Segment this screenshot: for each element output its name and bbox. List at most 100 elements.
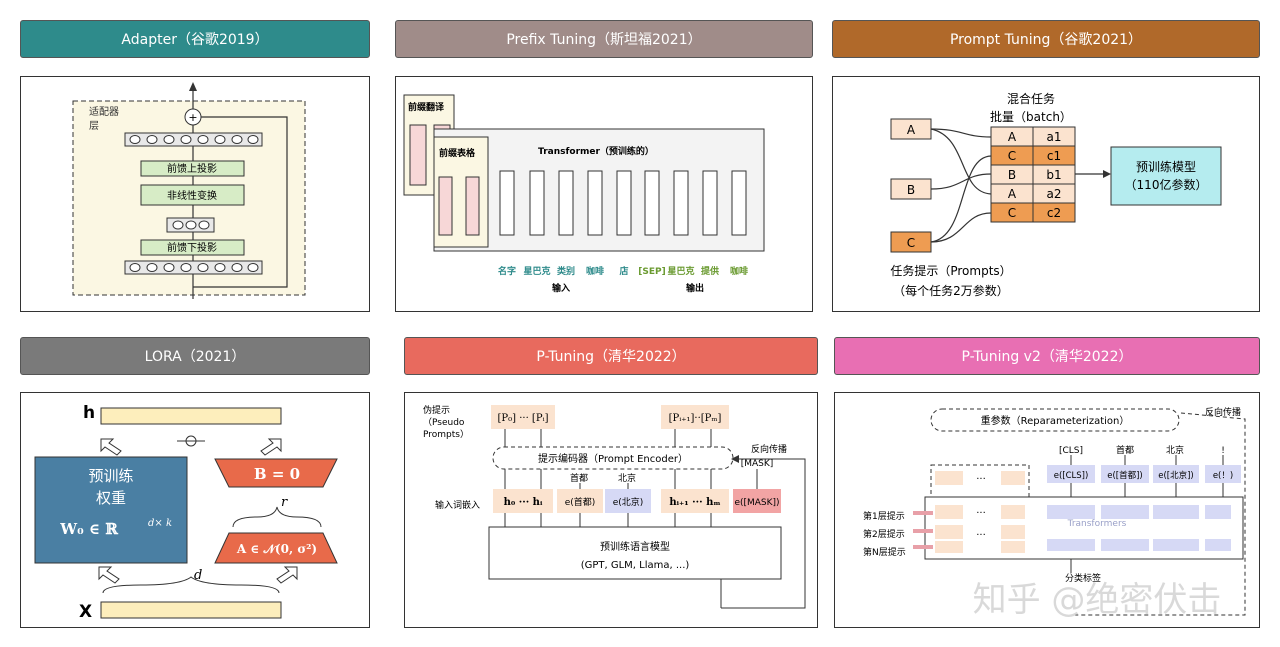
lora-w0: W₀ ∈ ℝ (59, 520, 119, 538)
lora-weights-1: 预训练 (88, 467, 133, 485)
ptuning-e-capital-box (557, 489, 603, 513)
ptuning-capital: 首都 (570, 472, 588, 484)
ptuning2-layer2: 第2层提示 (863, 528, 905, 540)
panel-p-tuning: 伪提示 （Pseudo Prompts） [P₀] ··· [Pᵢ] [Pᵢ₊₁… (404, 392, 818, 628)
ptuning2-token: ! (1221, 446, 1225, 456)
batch-cell: a2 (1047, 187, 1062, 201)
prompt-mixed-2: 批量（batch） (990, 109, 1072, 124)
header-p-tuning-v2: P-Tuning v2（清华2022） (834, 337, 1260, 375)
prompt-routing-curves (930, 128, 992, 243)
panel-adapter: 适配器 层 + 前馈上投影 非线性变换 前馈下投影 (20, 76, 370, 312)
ptuning-h-left: h₀ ··· hᵢ (504, 497, 543, 508)
ptuning-p-right: [Pᵢ₊₁]··[Pₘ] (669, 413, 722, 424)
ptuning-mask: [MASK] (741, 459, 774, 469)
lora-d-brace (102, 576, 280, 594)
lora-a-trapezoid (214, 532, 338, 564)
lora-weights-2: 权重 (96, 489, 126, 507)
batch-cell: c2 (1047, 206, 1061, 220)
prefix-diagram: 前缀翻译 前缀表格 Transformer（预训练的） 名字 星巴克 类别 咖啡… (403, 94, 765, 294)
lora-h-label: h (83, 403, 95, 423)
ptuning-embed-label: 输入词嵌入 (435, 499, 480, 511)
header-p-tuning: P-Tuning（清华2022） (404, 337, 818, 375)
ptuning2-prompt-cells (935, 471, 1025, 553)
ptuning-lm-1: 预训练语言模型 (600, 540, 670, 553)
prompt-mixed-1: 混合任务 (1007, 91, 1055, 106)
lora-b-label: B = 0 (254, 465, 300, 483)
prompt-task-a: A (907, 123, 916, 137)
ptuning2-embed-boxes (1047, 465, 1241, 483)
ptuning-pseudo: Prompts） (423, 429, 469, 440)
ptuning-encoder-box (492, 446, 734, 470)
ptuning-beijing: 北京 (618, 472, 636, 484)
ptuning-h-left-box (493, 489, 553, 513)
prefix-translate-label: 前缀翻译 (408, 101, 445, 113)
panel-prefix-tuning: 前缀翻译 前缀表格 Transformer（预训练的） 名字 星巴克 类别 咖啡… (395, 76, 813, 312)
ptuning2-tokens: [CLS] 首都 北京 ! (1059, 444, 1225, 456)
batch-cell: B (1008, 168, 1016, 182)
ptuning2-token: 北京 (1166, 444, 1184, 456)
ptuning2-watermark: 知乎 @绝密伏击 (973, 580, 1222, 620)
ptuning2-token: 首都 (1116, 444, 1134, 456)
adapter-skip-line (193, 116, 288, 288)
ptuning-lm-box (488, 526, 782, 580)
prefix-token: 名字 (498, 265, 516, 277)
prefix-table-label: 前缀表格 (439, 147, 476, 159)
ptuning-e-beijing: e(北京) (613, 496, 644, 508)
header-prompt-tuning: Prompt Tuning（谷歌2021） (832, 20, 1260, 58)
ptuning-backprop: 反向传播 (751, 443, 787, 455)
panel-lora: h X 预训练 权重 W₀ ∈ ℝ d× k B = 0 A ∈ 𝒩(0, σ²… (20, 392, 370, 628)
ptuning-pseudo: 伪提示 (423, 404, 450, 416)
lora-x-label: X (79, 602, 92, 622)
ptuning2-dots: ··· (976, 508, 986, 519)
lora-diagram: h X 预训练 权重 W₀ ∈ ℝ d× k B = 0 A ∈ 𝒩(0, σ²… (34, 403, 338, 622)
lora-x-bar (100, 601, 282, 619)
ptuning2-embeds: e([CLS]) e([首都]) e([北京]) e(！) (1054, 470, 1233, 481)
ptuning-e-capital: e(首都) (565, 496, 596, 508)
adapter-up-proj-box (140, 160, 245, 177)
prompt-model-1: 预训练模型 (1136, 159, 1196, 174)
adapter-layer-label-2: 层 (89, 120, 99, 132)
ptuning2-token-cells (1047, 505, 1231, 551)
ptuning-lm-2: (GPT, GLM, Llama, ...) (581, 560, 690, 571)
header-prefix-tuning: Prefix Tuning（斯坦福2021） (395, 20, 813, 58)
prefix-token: 星巴克 (523, 265, 550, 277)
lora-r-brace (232, 506, 322, 528)
ptuning2-dots: ··· (976, 474, 986, 485)
lora-arrows (98, 438, 298, 584)
adapter-plus: + (188, 111, 197, 124)
ptuning-e-mask-box (733, 489, 781, 513)
prefix-token: 星巴克 (667, 265, 694, 277)
ptuning-encoder: 提示编码器（Prompt Encoder） (538, 452, 688, 465)
prefix-input-label: 输入 (552, 282, 570, 294)
prefix-token: [SEP] (638, 267, 665, 277)
header-adapter: Adapter（谷歌2019） (20, 20, 370, 58)
prompt-prompts-2: （每个任务2万参数） (893, 283, 1009, 298)
lora-h-bar (100, 407, 282, 425)
lora-weights-box (34, 456, 188, 564)
ptuning-h-right-box (661, 489, 729, 513)
adapter-nonlinear: 非线性变换 (167, 189, 217, 202)
prefix-output-label: 输出 (686, 282, 704, 294)
ptuning2-diagram: 重参数（Reparameterization） 反向传播 [CLS] 首都 北京… (863, 406, 1246, 620)
ptuning-diagram: 伪提示 （Pseudo Prompts） [P₀] ··· [Pᵢ] [Pᵢ₊₁… (423, 404, 806, 609)
ptuning2-backprop: 反向传播 (1205, 406, 1241, 418)
batch-cell: a1 (1047, 130, 1062, 144)
header-lora: LORA（2021） (20, 337, 370, 375)
prompt-batch-table (990, 126, 1076, 223)
prefix-token: 咖啡 (730, 265, 748, 277)
lora-r-label: r (281, 495, 288, 510)
prompt-prompts-1: 任务提示（Prompts） (890, 263, 1011, 278)
ptuning2-embed: e(！) (1213, 471, 1233, 481)
ptuning2-embed: e([首都]) (1107, 470, 1143, 481)
ptuning2-dots: ··· (976, 530, 986, 541)
ptuning-h-right: hᵢ₊₁ ··· hₘ (669, 497, 720, 508)
prefix-tokens: 名字 星巴克 类别 咖啡 店 [SEP] 星巴克 提供 咖啡 (498, 265, 748, 277)
prompt-model-2: （110亿参数） (1125, 177, 1208, 192)
prompt-task-c: C (907, 236, 915, 250)
ptuning2-embed: e([CLS]) (1054, 471, 1089, 481)
prefix-token: 店 (619, 265, 628, 277)
adapter-layer-label-1: 适配器 (89, 106, 119, 118)
